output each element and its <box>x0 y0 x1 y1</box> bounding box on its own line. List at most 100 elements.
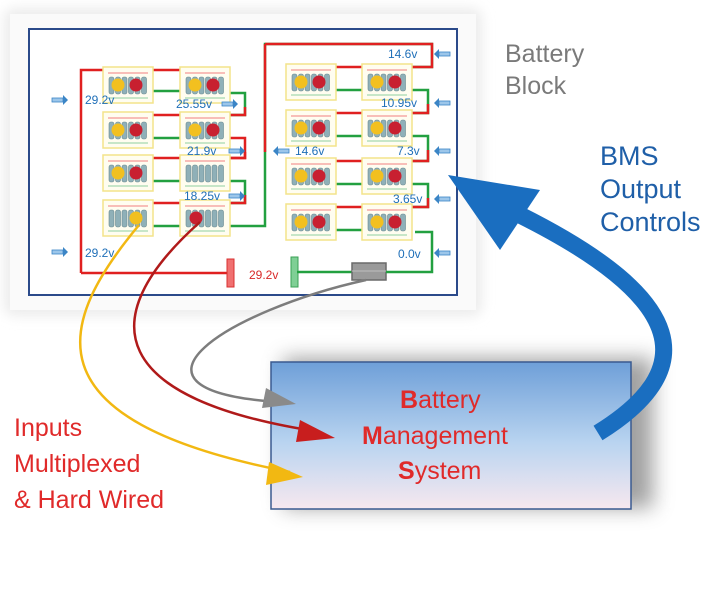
output-voltage-label: 29.2v <box>249 268 278 282</box>
right-module-r3-c1 <box>285 157 337 195</box>
balance-indicator-yellow <box>294 121 308 135</box>
balance-indicator-yellow <box>111 166 125 180</box>
bms-output-label-line1: BMS <box>600 141 659 171</box>
battery-cell <box>218 209 224 228</box>
balance-indicator-yellow <box>188 78 202 92</box>
voltage-label-10-95: 10.95v <box>381 96 417 110</box>
tap-arrow-left-bottom <box>51 247 68 257</box>
battery-cell <box>218 164 224 183</box>
balance-indicator-red <box>388 215 402 229</box>
balance-indicator-yellow <box>370 121 384 135</box>
bms-output-label-line3: Controls <box>600 207 701 237</box>
tap-arrow-14-6-top <box>434 49 451 59</box>
wire-right-link-pos-3 <box>412 198 430 209</box>
sense-arrow-darkred <box>296 420 335 442</box>
voltage-label-18-25: 18.25v <box>184 189 220 203</box>
voltage-label-0-0: 0.0v <box>398 247 421 261</box>
battery-cell <box>121 209 128 228</box>
left-module-r1-c2 <box>179 66 231 104</box>
positive-terminal <box>226 258 235 288</box>
battery-cell <box>205 164 211 183</box>
inputs-label-line1: Inputs <box>14 414 82 442</box>
battery-block-title-line2: Block <box>505 72 567 100</box>
balance-indicator-red <box>129 166 143 180</box>
wire-left-main-positive <box>79 68 103 273</box>
sense-wire-darkred <box>133 221 321 434</box>
balance-indicator-yellow <box>294 169 308 183</box>
right-module-r2-c1 <box>285 109 337 147</box>
balance-indicator-yellow <box>294 75 308 89</box>
right-module-r1-c2 <box>361 63 413 101</box>
balance-indicator-red <box>206 78 220 92</box>
voltage-label-14-6-mid: 14.6v <box>295 144 324 158</box>
left-module-r4-c1 <box>102 199 154 237</box>
wire-left-link-pos-3 <box>230 195 247 205</box>
balance-indicator-red <box>388 169 402 183</box>
bms-rest-anagement: anagement <box>383 422 508 450</box>
balance-indicator-red <box>312 169 326 183</box>
right-module-r2-c2 <box>361 109 413 147</box>
balance-indicator-red <box>388 75 402 89</box>
right-module-r4-c1 <box>285 203 337 241</box>
battery-cell <box>185 164 192 183</box>
tap-arrow-14-6-mid <box>273 146 290 156</box>
tap-arrow-21-9 <box>228 146 245 156</box>
tap-arrow-18-25 <box>228 191 245 201</box>
inputs-label-line2: Multiplexed <box>14 450 140 478</box>
bms-initial-b: B <box>400 386 418 414</box>
voltage-tap-arrows <box>51 49 451 258</box>
balance-indicator-yellow <box>111 123 125 137</box>
left-module-r3-c1 <box>102 154 154 192</box>
balance-indicator-yellow <box>129 211 143 225</box>
balance-indicator-red <box>312 75 326 89</box>
voltage-label-left-top: 29.2v <box>85 93 114 107</box>
bms-box <box>270 361 632 510</box>
voltage-label-21-9: 21.9v <box>187 144 216 158</box>
tap-arrow-25-55 <box>221 99 238 109</box>
wire-bridge-pos <box>265 42 434 69</box>
left-module-r4-c2 <box>179 199 231 237</box>
bms-rest-ystem: ystem <box>415 457 482 485</box>
wire-right-link-pos-2 <box>412 150 430 163</box>
left-module-r3-c2 <box>179 154 231 192</box>
right-module-r1-c1 <box>285 63 337 101</box>
balance-indicator-red <box>206 123 220 137</box>
balance-indicator-red <box>189 211 203 225</box>
battery-cell <box>115 209 121 228</box>
bms-title-line1: Battery <box>400 386 481 414</box>
voltage-label-14-6-top: 14.6v <box>388 47 417 61</box>
bms-initial-m: M <box>362 422 383 450</box>
inputs-label-line3: & Hard Wired <box>14 486 164 514</box>
balance-indicator-yellow <box>370 75 384 89</box>
balance-indicator-yellow <box>188 123 202 137</box>
wire-right-link-pos-1 <box>412 104 430 115</box>
balance-indicator-yellow <box>370 215 384 229</box>
bms-rest-attery: attery <box>418 386 481 414</box>
balance-indicator-red <box>312 121 326 135</box>
balance-indicator-yellow <box>294 215 308 229</box>
battery-wiring <box>79 42 434 273</box>
sense-arrow-yellow <box>266 462 303 485</box>
battery-cell <box>192 164 198 183</box>
battery-cell <box>211 164 218 183</box>
balance-indicator-red <box>129 78 143 92</box>
balance-indicator-red <box>129 123 143 137</box>
voltage-label-7-3: 7.3v <box>397 144 420 158</box>
left-module-r2-c2 <box>179 111 231 149</box>
bms-output-label-line2: Output <box>600 174 682 204</box>
tap-arrow-10-95 <box>434 98 451 108</box>
tap-arrow-3-65 <box>434 194 451 204</box>
bms-initial-s: S <box>398 457 415 485</box>
battery-cell <box>108 209 115 228</box>
right-module-r4-c2 <box>361 203 413 241</box>
bms-title-line3: System <box>398 457 481 485</box>
voltage-label-left-bottom: 29.2v <box>85 246 114 260</box>
shunt-return-wire <box>386 230 434 274</box>
left-module-r2-c1 <box>102 111 154 149</box>
voltage-label-3-65: 3.65v <box>393 192 422 206</box>
balance-indicator-yellow <box>111 78 125 92</box>
wire-left-link-pos-2 <box>230 152 247 160</box>
balance-indicator-yellow <box>370 169 384 183</box>
tap-arrow-0-0 <box>434 248 451 258</box>
battery-cell <box>198 164 205 183</box>
